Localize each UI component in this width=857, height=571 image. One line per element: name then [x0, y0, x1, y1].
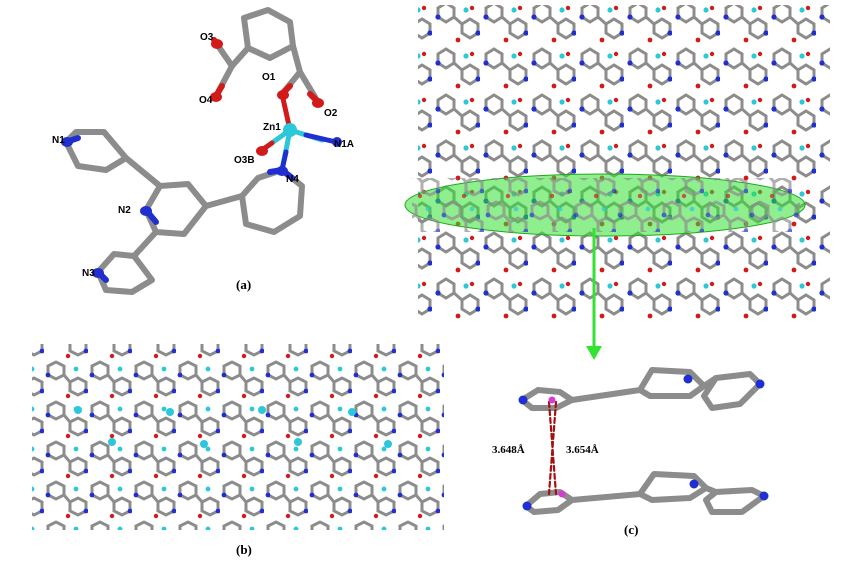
- panel-a-atoms: [61, 39, 342, 278]
- atom-label-o3b: O3B: [234, 155, 255, 166]
- atom-label-n1: N1: [52, 135, 65, 146]
- centroid-lower: [558, 490, 566, 498]
- distance-label-2: 3.654Å: [566, 444, 599, 456]
- panel-layer-packing: [404, 5, 830, 360]
- atom-label-n2: N2: [118, 205, 131, 216]
- panel-a-caption: (a): [236, 277, 251, 292]
- atom-label-n4: N4: [286, 174, 299, 185]
- panel-c-caption: (c): [624, 522, 638, 537]
- panel-c-stacking: [519, 367, 767, 515]
- panel-c-atoms: [518, 374, 769, 511]
- atom-label-o1: O1: [262, 72, 276, 83]
- panel-a-molecule: [63, 7, 339, 295]
- atom-label-o3: O3: [200, 32, 214, 43]
- atom-label-n1a: N1A: [334, 139, 354, 150]
- panel-b-caption: (b): [236, 542, 252, 557]
- atom-label-n3: N3: [82, 268, 95, 279]
- atom-label-zn1: Zn1: [263, 122, 281, 133]
- atom-label-o4: O4: [199, 95, 213, 106]
- panel-b-chain: [32, 344, 444, 530]
- distance-label-1: 3.648Å: [492, 444, 525, 456]
- centroid-upper: [548, 396, 556, 404]
- atom-label-o2: O2: [324, 108, 338, 119]
